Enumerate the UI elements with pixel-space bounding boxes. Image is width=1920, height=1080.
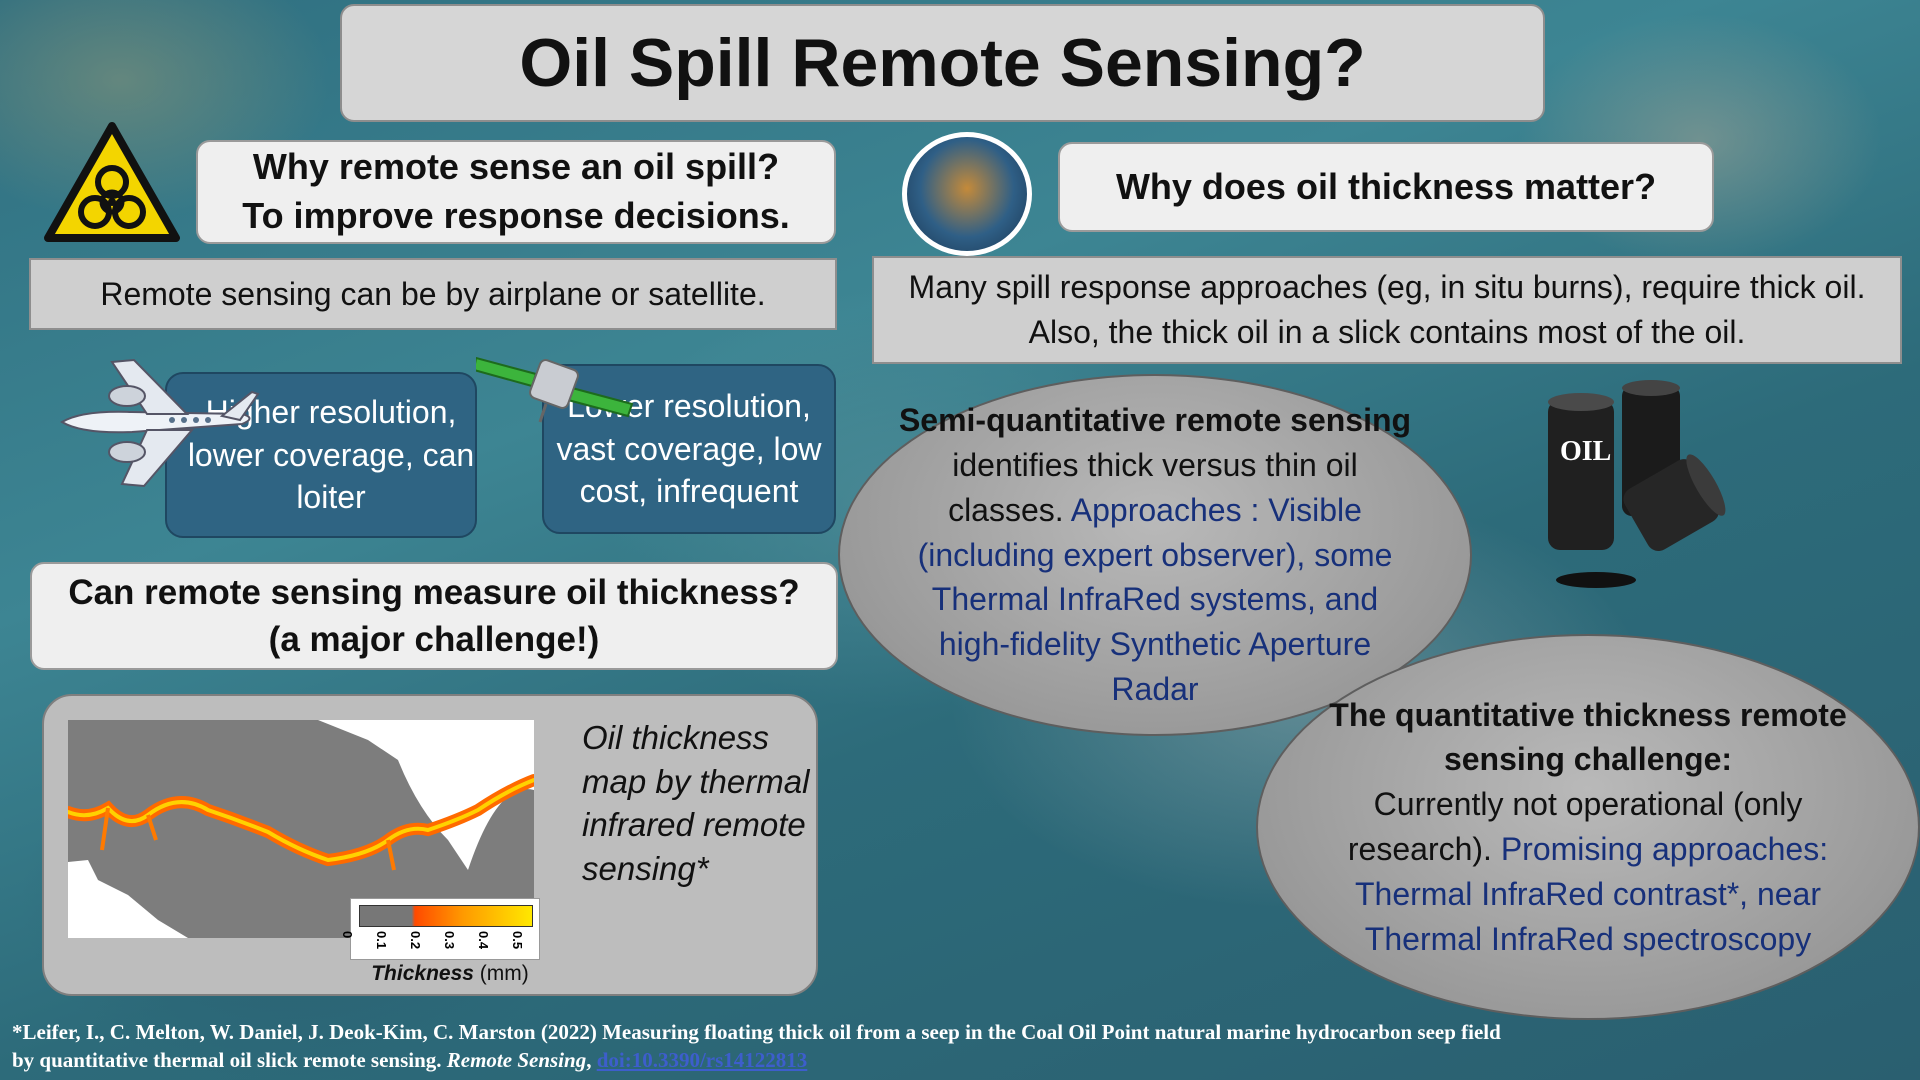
why-remote-sense-box: Why remote sense an oil spill? To improv… <box>196 140 836 244</box>
colorbar-tick: 0.2 <box>408 931 423 950</box>
quantitative-challenge-approaches: Promising approaches: Thermal InfraRed c… <box>1355 831 1829 957</box>
colorbar-label: Thickness (mm) <box>340 962 560 986</box>
colorbar-tick: 0.5 <box>510 931 525 950</box>
thickness-map-caption: Oil thickness map by thermal infrared re… <box>582 719 810 887</box>
satellite-icon <box>472 344 636 424</box>
quantitative-challenge-heading: The quantitative thickness remote sensin… <box>1329 696 1847 778</box>
colorbar-label-bold: Thickness <box>371 962 474 985</box>
quantitative-challenge-oval: The quantitative thickness remote sensin… <box>1256 634 1920 1020</box>
semi-quantitative-approaches: Approaches : Visible (including expert o… <box>917 491 1393 707</box>
platforms-text: Remote sensing can be by airplane or sat… <box>29 258 837 330</box>
thickness-explanation-box: Many spill response approaches (eg, in s… <box>872 256 1902 364</box>
quantitative-challenge-text: The quantitative thickness remote sensin… <box>1318 693 1858 962</box>
colorbar-tick: 0 <box>340 931 355 939</box>
why-remote-sense-answer: To improve response decisions. <box>242 195 790 236</box>
colorbar-tick: 0.3 <box>442 931 457 950</box>
quantitative-challenge-body: Currently not operational (only research… <box>1347 786 1803 867</box>
why-thickness-matters: Why does oil thickness matter? <box>1058 142 1714 232</box>
measure-thickness-box: Can remote sensing measure oil thickness… <box>30 562 838 670</box>
semi-quantitative-heading: Semi-quantitative remote sensing <box>898 402 1412 439</box>
colorbar-gradient <box>359 905 533 927</box>
colorbar-tick: 0.4 <box>476 931 491 950</box>
page-title: Oil Spill Remote Sensing? <box>340 4 1545 122</box>
thickness-explanation-line2: Also, the thick oil in a slick contains … <box>1028 314 1746 350</box>
oil-barrels-icon: OIL <box>1536 380 1726 590</box>
semi-quantitative-oval: Semi-quantitative remote sensing identif… <box>838 374 1472 736</box>
barrel-label: OIL <box>1560 436 1611 467</box>
why-remote-sense-question: Why remote sense an oil spill? <box>252 146 780 188</box>
colorbar-ticks: 0 0.1 0.2 0.3 0.4 0.5 <box>340 929 541 959</box>
semi-quantitative-text: Semi-quantitative remote sensing identif… <box>895 398 1415 712</box>
doi-link[interactable]: doi:10.3390/rs14122813 <box>596 1048 808 1073</box>
reference-citation: *Leifer, I., C. Melton, W. Daniel, J. De… <box>12 1018 1512 1075</box>
measure-thickness-note: (a major challenge!) <box>268 620 600 659</box>
reference-separator: , <box>586 1048 597 1073</box>
reference-journal: Remote Sensing <box>446 1048 587 1073</box>
colorbar-label-unit: (mm) <box>473 962 529 985</box>
measure-thickness-question: Can remote sensing measure oil thickness… <box>68 572 800 612</box>
airplane-icon <box>52 352 262 492</box>
reference-text: *Leifer, I., C. Melton, W. Daniel, J. De… <box>12 1020 1501 1073</box>
oil-slick-photo <box>902 132 1032 256</box>
colorbar: 0 0.1 0.2 0.3 0.4 0.5 <box>340 898 541 960</box>
semi-quantitative-body: identifies thick versus thin oil classes… <box>948 447 1358 528</box>
colorbar-tick: 0.1 <box>374 931 389 950</box>
thickness-explanation-line1: Many spill response approaches (eg, in s… <box>908 269 1866 306</box>
biohazard-icon <box>44 120 180 244</box>
